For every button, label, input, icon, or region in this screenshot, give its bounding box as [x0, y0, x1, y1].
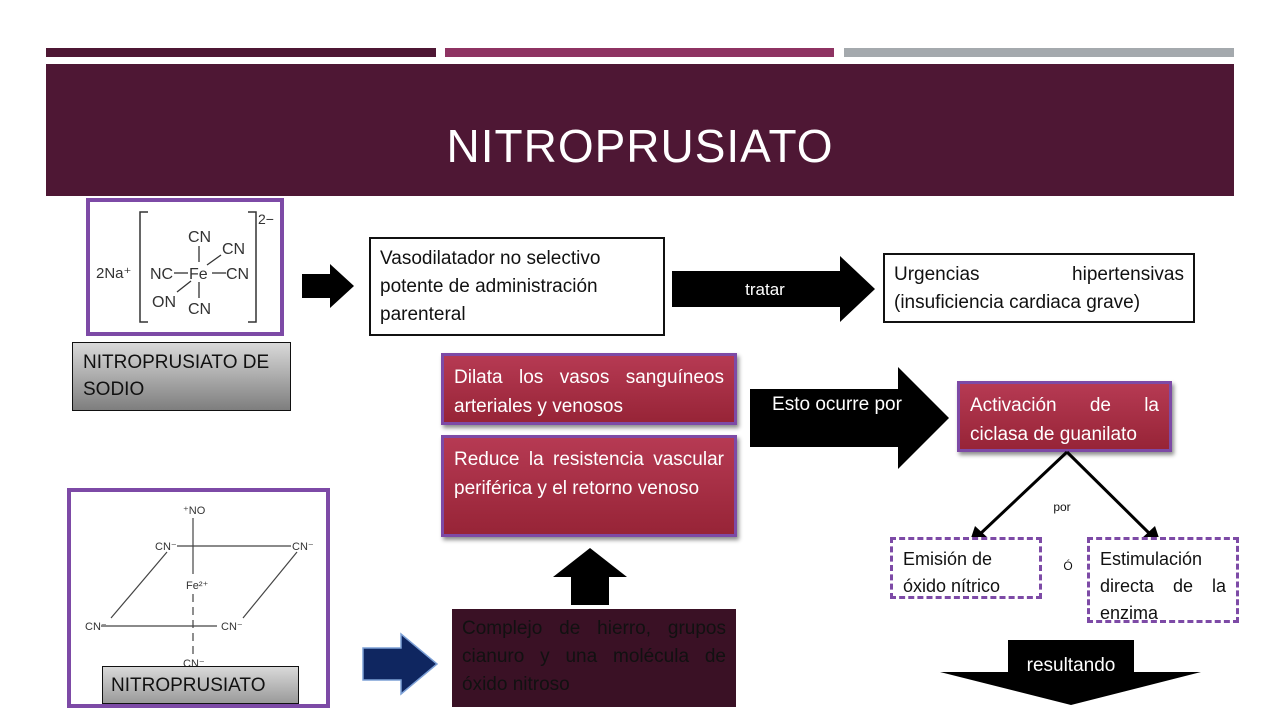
esto-ocurre-arrow — [750, 367, 949, 469]
ligand-cn-bottom: CN — [188, 301, 211, 318]
right-bracket — [248, 211, 257, 323]
ion-structure-drawing: ⁺NO Fe²⁺ CN⁻ CN⁻ CN⁻ CN⁻ CN⁻ — [85, 505, 314, 670]
plane-edge-left — [110, 551, 168, 619]
iron-ion-text: Fe²⁺ — [186, 580, 209, 592]
emision-box: Emisión de óxido nítrico — [890, 537, 1042, 599]
or-label: Ó — [1063, 559, 1073, 573]
reduce-box: Reduce la resistencia vascular periféric… — [441, 435, 737, 537]
accent-stripe-1 — [46, 48, 436, 57]
sodium-nitroprusside-label: NITROPRUSIATO DE SODIO — [72, 342, 291, 411]
esto-ocurre-label: Esto ocurre por — [772, 394, 902, 415]
nitroprusside-ion-label: NITROPRUSIATO — [102, 666, 299, 704]
ion-ligand-top-left: CN⁻ — [155, 541, 177, 553]
bond-upper-right — [206, 254, 222, 266]
resultando-label: resultando — [1026, 655, 1116, 676]
plane-edge-right — [242, 551, 298, 619]
ion-ligand-bottom-right: CN⁻ — [221, 621, 243, 633]
sodium-structure-drawing: 2Na⁺ 2− Fe CN CN NC CN ON CN — [96, 211, 274, 323]
branch-arrows — [969, 450, 1161, 544]
complex-charge-text: 2− — [258, 211, 274, 227]
ligand-cn-right: CN — [226, 266, 249, 283]
branch-line-left — [977, 450, 1069, 537]
ion-ligand-top-right: CN⁻ — [292, 541, 314, 553]
slide-title: NITROPRUSIATO — [446, 120, 834, 172]
iron-atom: Fe — [189, 266, 208, 283]
nitrosyl-text: ⁺NO — [183, 505, 206, 517]
vasodilator-box: Vasodilatador no selectivo potente de ad… — [369, 237, 665, 336]
estimulacion-box: Estimulación directa de la enzima — [1087, 537, 1239, 623]
ligand-nc-left: NC — [150, 266, 173, 283]
ligand-cn-top: CN — [188, 229, 211, 246]
ion-ligand-bottom-left: CN⁻ — [85, 621, 107, 633]
activacion-box: Activación de la ciclasa de guanilato — [957, 381, 1172, 452]
title-banner — [46, 64, 1234, 196]
por-label: por — [1053, 500, 1071, 514]
sodium-nitroprusside-structure: 2Na⁺ 2− Fe CN CN NC CN ON CN — [86, 198, 284, 336]
sodium-ion-text: 2Na⁺ — [96, 265, 131, 282]
accent-stripe-3 — [844, 48, 1234, 57]
black-arrow-right — [302, 264, 354, 308]
resultando-arrow — [940, 640, 1201, 705]
urgencias-box: Urgencias hipertensivas (insuficiencia c… — [883, 253, 1195, 323]
accent-stripe-2 — [445, 48, 834, 57]
tratar-label: tratar — [745, 280, 785, 299]
branch-line-right — [1065, 450, 1153, 537]
ligand-on-lower-left: ON — [152, 294, 176, 311]
ligand-cn-upper-right: CN — [222, 241, 245, 258]
left-bracket — [139, 211, 148, 323]
bond-lower-left — [176, 280, 192, 293]
tratar-arrow — [672, 256, 875, 322]
dilata-box: Dilata los vasos sanguíneos arteriales y… — [441, 353, 737, 425]
complejo-box: Complejo de hierro, grupos cianuro y una… — [452, 609, 736, 707]
navy-arrow-right — [362, 632, 439, 696]
up-arrow — [553, 548, 627, 605]
